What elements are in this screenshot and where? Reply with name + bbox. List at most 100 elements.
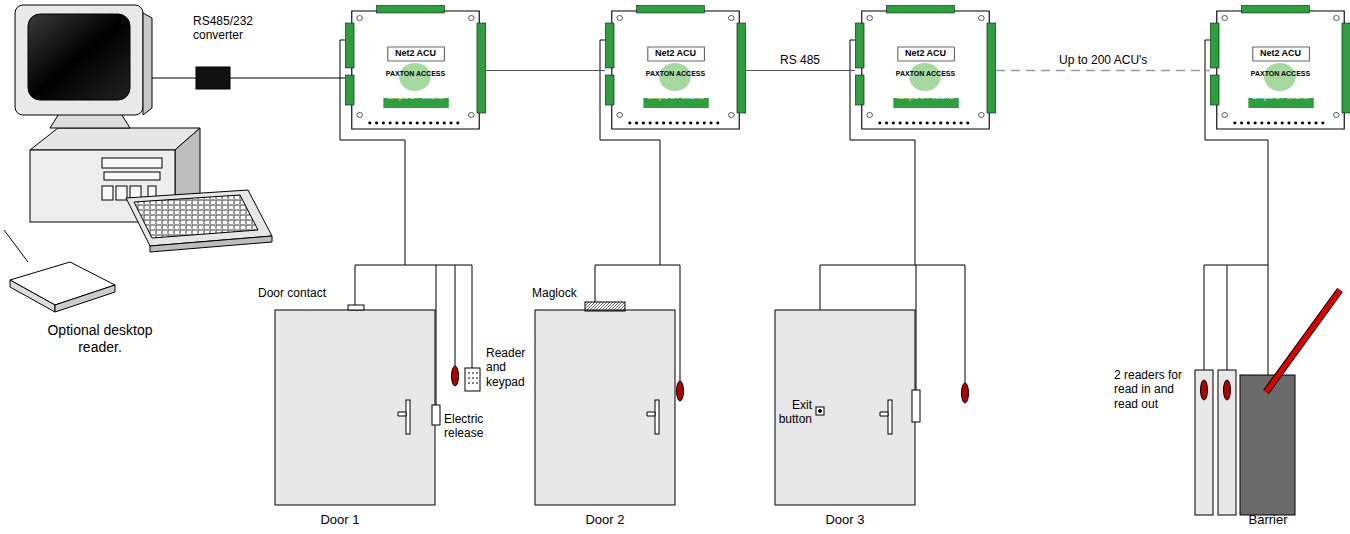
pin-dot — [1281, 122, 1284, 125]
pin-dot — [402, 122, 405, 125]
logo-disc — [909, 63, 941, 91]
door-2-part — [655, 400, 659, 434]
pin-dot — [1294, 122, 1297, 125]
mount-hole — [1222, 16, 1228, 21]
pin-dot — [429, 122, 432, 125]
barrier-part — [1240, 375, 1295, 515]
pin-dot — [912, 122, 915, 125]
rs485-link — [746, 70, 855, 71]
terminal-strip — [887, 5, 955, 13]
door-3-part — [888, 400, 892, 434]
mount-hole — [469, 16, 475, 21]
door-2-part — [535, 310, 675, 505]
unit-name: Net2 ACU — [605, 49, 746, 59]
pin-dot — [368, 122, 371, 125]
computer — [15, 5, 272, 252]
door-1-part — [275, 310, 435, 505]
door-1-part — [465, 368, 480, 391]
door-2-part — [677, 381, 684, 401]
computer-part — [116, 186, 127, 200]
terminal-strip — [605, 75, 614, 105]
rs485-line — [746, 70, 855, 71]
mount-hole — [1222, 113, 1228, 118]
pin-dot — [1308, 122, 1311, 125]
brand-logo-text: PAXTON ACCESS — [345, 70, 486, 78]
pin-dot — [905, 122, 908, 125]
door-3-part — [912, 390, 920, 422]
door-3-part — [819, 410, 822, 413]
terminal-strip — [737, 23, 746, 113]
pin-dot — [966, 122, 969, 125]
pin-dot — [422, 122, 425, 125]
terminal-strip — [987, 23, 996, 113]
rs485-link — [486, 70, 605, 71]
pin-dot — [716, 122, 719, 125]
door-name: Door 2 — [565, 512, 645, 528]
desktop-reader-part — [10, 280, 55, 312]
wiring-part — [1204, 265, 1268, 375]
pin-dot — [1233, 122, 1236, 125]
slogan-text: Simple & Powerful — [1210, 93, 1350, 101]
pin-dot — [456, 122, 459, 125]
mount-hole — [729, 113, 735, 118]
pin-dot — [1240, 122, 1243, 125]
door-1-part — [348, 305, 364, 310]
barrier-part — [1218, 370, 1236, 515]
pin-dot — [1314, 122, 1317, 125]
caption-label: Optional desktop reader. — [38, 322, 162, 356]
link-label: Up to 200 ACU's — [1057, 53, 1149, 67]
door-1-part — [468, 373, 478, 383]
desktop-reader-part — [4, 230, 28, 262]
mount-hole — [357, 16, 363, 21]
pin-dot — [953, 122, 956, 125]
unit-name: Net2 ACU — [345, 49, 486, 59]
brand-logo-text: PAXTON ACCESS — [605, 70, 746, 78]
terminal-strip — [855, 23, 864, 68]
pin-dot — [709, 122, 712, 125]
rs485-converter-part — [230, 78, 346, 79]
pin-dot — [375, 122, 378, 125]
pin-dot — [436, 122, 439, 125]
door-1-part — [452, 366, 459, 386]
pin-dot — [1301, 122, 1304, 125]
pin-dot — [382, 122, 385, 125]
computer-part — [143, 13, 152, 115]
pin-dot — [1254, 122, 1257, 125]
door-name: Door 1 — [300, 512, 380, 528]
computer-part — [134, 195, 258, 238]
device-label: Maglock — [532, 286, 588, 300]
slogan-text: Simple & Powerful — [605, 93, 746, 101]
pin-dot — [1267, 122, 1270, 125]
door-1-part — [406, 400, 410, 434]
desktop-reader-part — [10, 262, 115, 305]
pin-dot — [449, 122, 452, 125]
terminal-strip — [345, 75, 354, 105]
pin-dot — [409, 122, 412, 125]
unit-name: Net2 ACU — [855, 49, 996, 59]
pin-dot — [689, 122, 692, 125]
acu-board: Net2 ACUPAXTON ACCESSSimple & Powerful — [1210, 5, 1350, 135]
mount-hole — [469, 113, 475, 118]
terminal-strip — [605, 23, 614, 68]
door-3-part — [880, 412, 888, 416]
terminal-strip — [477, 23, 486, 113]
rs485-line — [486, 70, 605, 71]
device-label: Exit button — [764, 398, 812, 427]
device-label: Reader and keypad — [486, 346, 534, 389]
pin-dot — [892, 122, 895, 125]
computer-part — [102, 158, 162, 168]
mount-hole — [1334, 113, 1340, 118]
device-label: RS485/232 converter — [193, 14, 268, 43]
mount-hole — [357, 113, 363, 118]
door-name: Door 3 — [805, 512, 885, 528]
barrier-part — [1201, 380, 1208, 400]
pin-dot — [1287, 122, 1290, 125]
terminal-strip — [1342, 23, 1350, 113]
rs485-converter — [152, 67, 346, 89]
pin-dot — [696, 122, 699, 125]
pin-dot — [932, 122, 935, 125]
pin-dot — [628, 122, 631, 125]
computer-part — [15, 5, 143, 115]
link-label: RS 485 — [778, 53, 822, 67]
device-label: Door contact — [258, 286, 344, 300]
